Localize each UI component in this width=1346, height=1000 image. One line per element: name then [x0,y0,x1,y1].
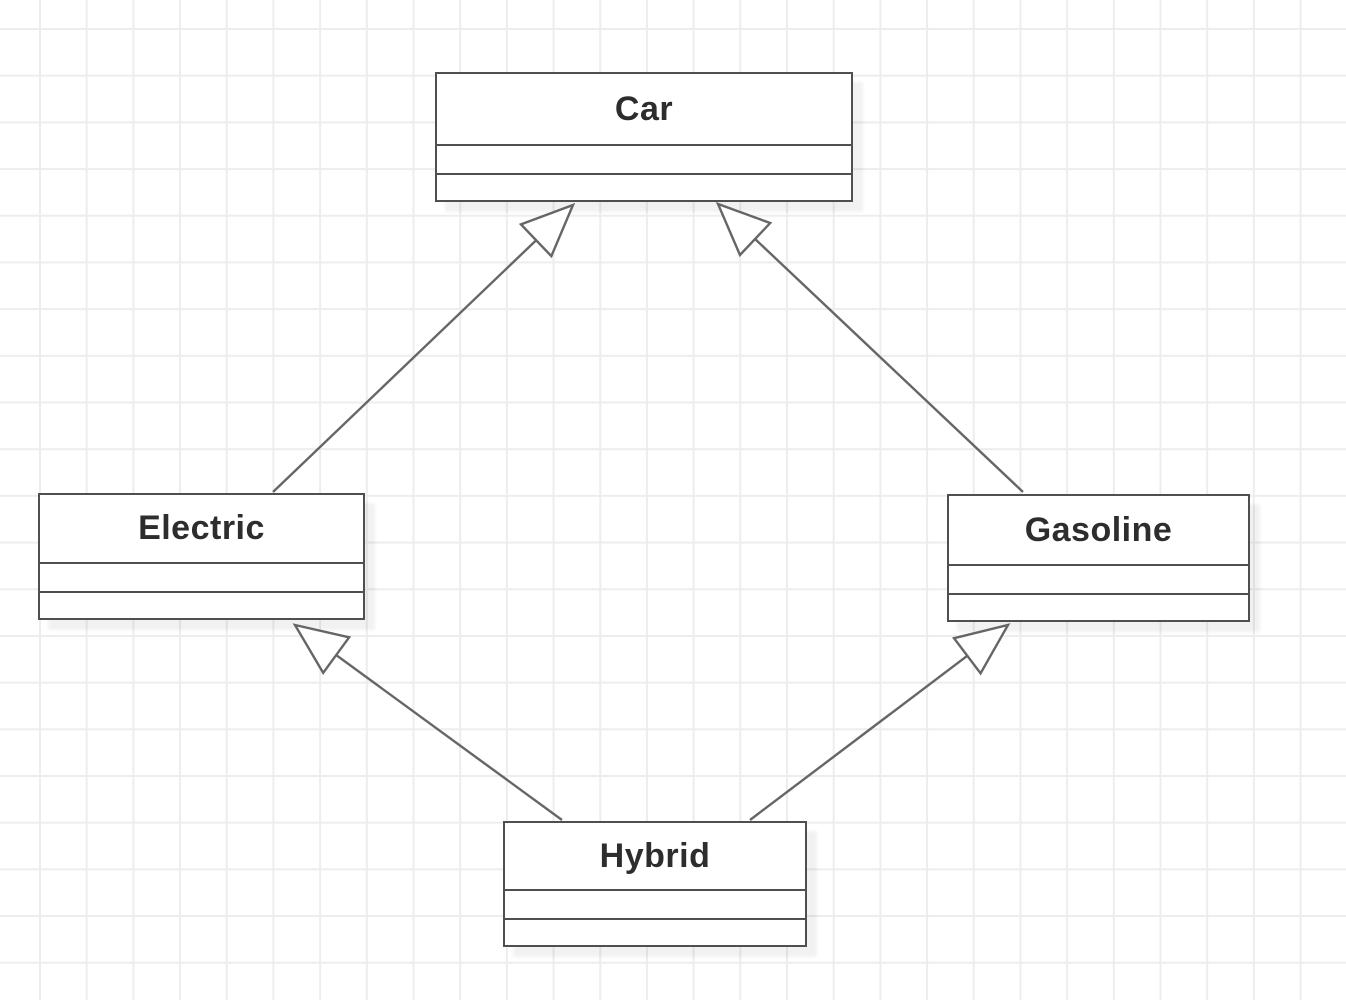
edge-gasoline-to-car-generalization-arrow[interactable] [715,201,1024,493]
attributes-compartment [437,144,851,173]
class-box-electric[interactable]: Electric [38,493,365,620]
methods-compartment [437,173,851,200]
methods-compartment [949,593,1248,620]
class-box-car[interactable]: Car [435,72,853,202]
attributes-compartment [40,562,363,591]
edge-electric-to-car-generalization-arrow[interactable] [272,202,576,493]
class-title-electric: Electric [40,495,363,562]
class-box-hybrid[interactable]: Hybrid [503,821,807,947]
class-title-hybrid: Hybrid [505,823,805,889]
class-box-gasoline[interactable]: Gasoline [947,494,1250,622]
class-name-label: Hybrid [599,836,711,875]
class-name-label: Gasoline [1024,510,1173,549]
methods-compartment [40,591,363,618]
class-title-car: Car [437,74,851,144]
class-name-label: Car [614,89,674,128]
methods-compartment [505,918,805,945]
edge-hybrid-to-gasoline-generalization-arrow[interactable] [749,623,1011,821]
class-name-label: Electric [138,509,265,547]
class-title-gasoline: Gasoline [949,496,1248,564]
attributes-compartment [505,889,805,918]
edge-hybrid-to-electric-generalization-arrow[interactable] [292,623,563,821]
attributes-compartment [949,564,1248,593]
